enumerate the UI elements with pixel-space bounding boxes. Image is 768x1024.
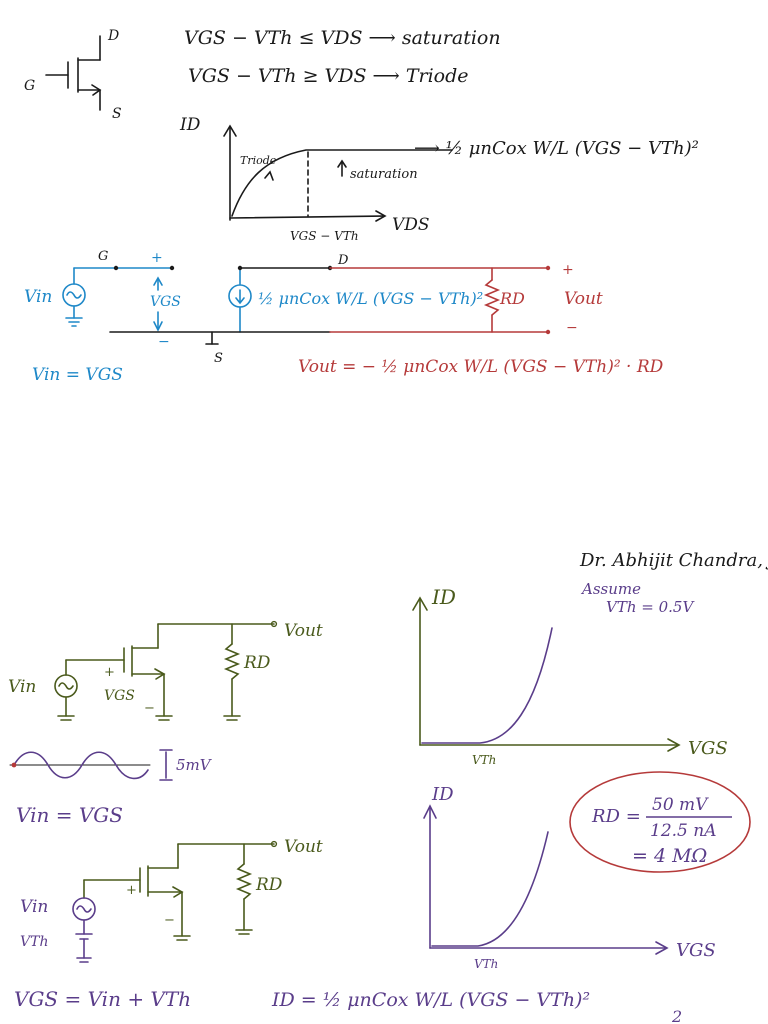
id-vgs-graph-2	[423, 804, 669, 955]
saturation-label: saturation	[350, 167, 418, 182]
c2-vth-label: VTh	[20, 934, 48, 950]
id-vgs-graph-1	[412, 596, 681, 752]
author-signature: Dr. Abhijit Chandra, JU	[579, 550, 768, 571]
saturation-formula: ⟶ ½ μnCox W/L (VGS − VTh)²	[414, 138, 699, 159]
c1-vin-label: Vin	[8, 677, 36, 697]
rd-calc-numerator: 50 mV	[652, 795, 709, 815]
knee-label: VGS − VTh	[290, 229, 359, 243]
id-square-law-equation: ID = ½ μnCox W/L (VGS − VTh)²	[271, 989, 590, 1011]
condition-saturation: VGS − VTh ≤ VDS ⟶ saturation	[184, 27, 501, 49]
mosfet-terminal-d: D	[107, 28, 119, 44]
vin-vgs-equation: Vin = VGS	[16, 803, 123, 827]
common-source-circuit-2	[83, 843, 275, 941]
c1-plus: +	[104, 665, 115, 680]
g1-y-label: ID	[431, 585, 456, 609]
mosfet-symbol	[45, 35, 102, 111]
c2-rd-label: RD	[255, 875, 283, 895]
rd-calc-label: RD =	[591, 806, 641, 827]
section-mosfet-basics	[45, 35, 102, 111]
circuit-d-label: D	[337, 253, 349, 268]
page-number: 2	[671, 1007, 682, 1024]
g2-y-label: ID	[431, 784, 454, 805]
circuit-vgs-label: VGS	[150, 294, 181, 310]
vin-equation: Vin = VGS	[32, 365, 123, 385]
circuit-rd-label: RD	[499, 289, 525, 308]
graph1-y-label: ID	[179, 115, 201, 135]
graph1-x-label: VDS	[392, 215, 430, 235]
c1-rd-label: RD	[243, 653, 271, 673]
g1-vth-label: VTh	[472, 753, 496, 767]
id-vds-graph	[223, 124, 453, 222]
triode-label: Triode	[240, 154, 277, 167]
vgs-sum-equation: VGS = Vin + VTh	[14, 987, 191, 1011]
c1-vgs-label: VGS	[104, 688, 135, 704]
c1-vout-label: Vout	[284, 621, 323, 641]
circuit-vout-label: Vout	[564, 289, 603, 309]
c2-minus: −	[164, 913, 175, 928]
c2-plus: +	[126, 883, 137, 898]
input-sine-wave	[9, 749, 173, 781]
mosfet-terminal-s: S	[112, 106, 122, 122]
c2-vout-label: Vout	[284, 837, 323, 857]
g1-x-label: VGS	[688, 738, 728, 759]
rd-calculation	[569, 771, 751, 873]
c2-vin-label: Vin	[20, 897, 48, 917]
c2-input-source	[72, 897, 96, 963]
circuit-g-label: G	[98, 249, 108, 264]
rd-calc-denominator: 12.5 nA	[650, 821, 716, 841]
vout-equation: Vout = − ½ μnCox W/L (VGS − VTh)² · RD	[298, 357, 664, 377]
equivalent-circuit	[62, 265, 551, 345]
common-source-circuit-1	[54, 623, 275, 721]
circuit-minus-in: −	[158, 334, 170, 350]
g2-vth-label: VTh	[474, 957, 498, 971]
current-source-formula: ½ μnCox W/L (VGS − VTh)²	[258, 289, 483, 308]
c1-minus: −	[144, 701, 155, 716]
condition-triode: VGS − VTh ≥ VDS ⟶ Triode	[188, 65, 469, 87]
circuit-plus-in: +	[151, 250, 163, 266]
mosfet-terminal-g: G	[24, 78, 35, 94]
circuit-s-label: S	[214, 351, 223, 366]
assume-vth-value: VTh = 0.5V	[606, 598, 695, 616]
circuit-plus-out: +	[562, 262, 574, 278]
circuit-vin-label: Vin	[24, 287, 52, 307]
circuit-minus-out: −	[566, 320, 578, 336]
g2-x-label: VGS	[676, 940, 716, 961]
sine-amplitude-label: 5mV	[176, 756, 213, 774]
assume-label: Assume	[580, 580, 641, 598]
rd-calc-result: = 4 MΩ	[632, 845, 707, 867]
